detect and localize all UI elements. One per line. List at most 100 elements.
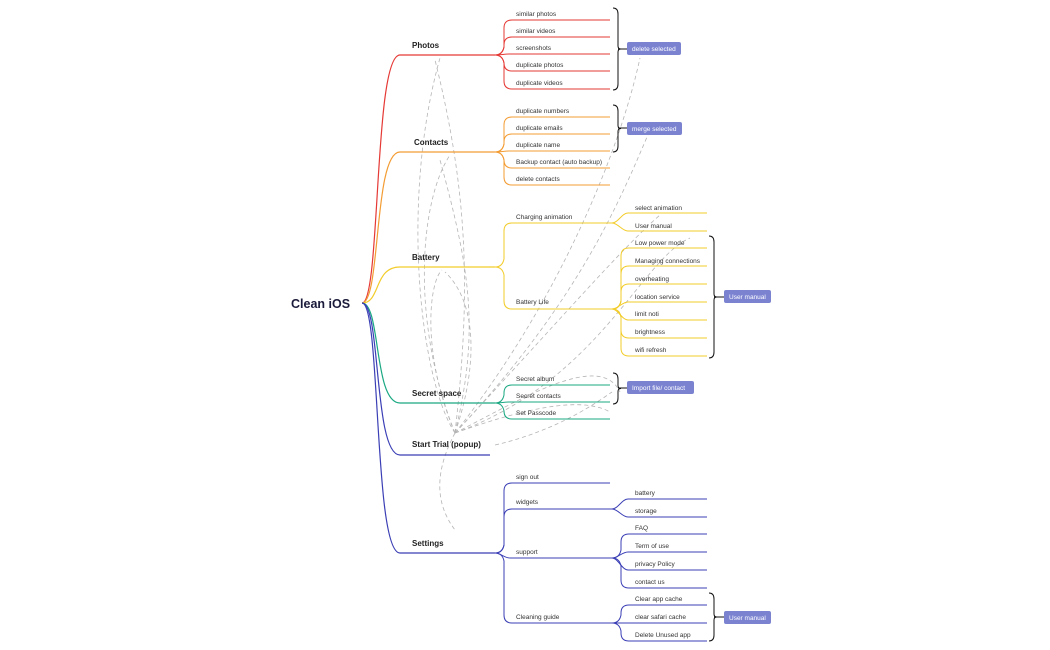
battery-life-item[interactable]: Low power mode bbox=[635, 240, 685, 247]
contacts-item[interactable]: delete contacts bbox=[516, 176, 560, 183]
topic-secret-space[interactable]: Secret space bbox=[412, 389, 462, 398]
support-item[interactable]: privacy Policy bbox=[635, 561, 675, 568]
settings-widgets[interactable]: widgets bbox=[515, 499, 539, 506]
badge-merge-selected[interactable]: merge selected bbox=[627, 122, 682, 135]
root-to-secret bbox=[361, 302, 401, 404]
badge-battery-user-manual[interactable]: User manual bbox=[724, 290, 771, 303]
settings-cleaning-guide[interactable]: Cleaning guide bbox=[516, 614, 560, 621]
battery-charging-animation[interactable]: Charging animation bbox=[516, 214, 573, 221]
contacts-item[interactable]: duplicate name bbox=[516, 142, 560, 149]
badge-cleaning-user-manual[interactable]: User manual bbox=[724, 611, 771, 624]
photos-connector bbox=[494, 36, 610, 56]
battery-life[interactable]: Battery Life bbox=[516, 299, 549, 306]
support-item[interactable]: contact us bbox=[635, 579, 665, 586]
dashed-link bbox=[439, 432, 456, 531]
badge-bg bbox=[724, 290, 771, 303]
badge-label: User manual bbox=[729, 615, 766, 622]
settings-sign-out[interactable]: sign out bbox=[516, 474, 539, 481]
badge-label: delete selected bbox=[632, 46, 676, 53]
widgets-item[interactable]: storage bbox=[635, 508, 657, 515]
root-to-photos bbox=[361, 54, 401, 304]
dashed-link bbox=[454, 57, 641, 434]
widgets-connector bbox=[611, 508, 707, 518]
support-item[interactable]: FAQ bbox=[635, 525, 648, 532]
dashed-link bbox=[454, 129, 651, 434]
battery-connector bbox=[494, 266, 612, 310]
contacts-item[interactable]: duplicate numbers bbox=[516, 108, 570, 115]
settings-connector bbox=[494, 508, 612, 554]
widgets-item[interactable]: battery bbox=[635, 490, 656, 497]
cleaning-item[interactable]: Clear app cache bbox=[635, 596, 683, 603]
photos-item[interactable]: similar photos bbox=[516, 11, 557, 18]
settings-support[interactable]: support bbox=[516, 549, 538, 556]
badge-bg bbox=[627, 122, 682, 135]
battery-life-item[interactable]: limit noti bbox=[635, 311, 659, 318]
root-to-contacts bbox=[361, 151, 401, 304]
secret-item[interactable]: Secret album bbox=[516, 376, 554, 383]
dashed-link bbox=[454, 404, 611, 434]
cleaning-item[interactable]: clear safari cache bbox=[635, 614, 686, 621]
dashed-link bbox=[439, 159, 470, 434]
dashed-link bbox=[454, 237, 691, 434]
badge-import-file-contact[interactable]: Import file/ contact bbox=[627, 381, 694, 394]
charging-connector bbox=[611, 212, 707, 224]
contacts-item[interactable]: duplicate emails bbox=[516, 125, 563, 132]
cross-links bbox=[417, 57, 691, 531]
contacts-item[interactable]: Backup contact (auto backup) bbox=[516, 159, 602, 166]
photos-item[interactable]: similar videos bbox=[516, 28, 556, 35]
cleaning-connector bbox=[611, 622, 707, 642]
topic-contacts[interactable]: Contacts bbox=[414, 138, 449, 147]
battery-life-connector bbox=[611, 308, 707, 321]
battery-life-connector bbox=[611, 301, 707, 310]
badge-bg bbox=[627, 381, 694, 394]
settings-connector bbox=[494, 552, 612, 624]
widgets-connector bbox=[611, 498, 707, 510]
secret-item[interactable]: Set Passcode bbox=[516, 410, 556, 417]
support-item[interactable]: Term of use bbox=[635, 543, 669, 550]
topic-settings[interactable]: Settings bbox=[412, 539, 444, 548]
settings-connector bbox=[494, 552, 612, 559]
dashed-link bbox=[417, 57, 456, 434]
battery-life-item[interactable]: wifi refresh bbox=[634, 347, 667, 354]
topic-photos[interactable]: Photos bbox=[412, 41, 440, 50]
photos-connector bbox=[494, 54, 610, 90]
battery-life-item[interactable]: location service bbox=[635, 294, 680, 301]
settings-connector bbox=[494, 482, 610, 554]
badge-label: User manual bbox=[729, 294, 766, 301]
cleaning-item[interactable]: Delete Unused app bbox=[635, 632, 691, 639]
contacts-connector bbox=[494, 151, 610, 186]
topic-battery[interactable]: Battery bbox=[412, 253, 440, 262]
charging-item[interactable]: select animation bbox=[635, 205, 682, 212]
root-topic[interactable]: Clean iOS bbox=[291, 297, 350, 311]
charging-item[interactable]: User manual bbox=[635, 223, 672, 230]
connector-lines bbox=[361, 7, 724, 642]
charging-connector bbox=[611, 222, 707, 232]
topic-start-trial[interactable]: Start Trial (popup) bbox=[412, 440, 481, 449]
root-to-trial bbox=[361, 302, 401, 456]
photos-item[interactable]: screenshots bbox=[516, 45, 552, 52]
secret-connector bbox=[494, 384, 610, 404]
photos-item[interactable]: duplicate videos bbox=[516, 80, 563, 87]
badge-bg bbox=[724, 611, 771, 624]
cleaning-connector bbox=[611, 604, 707, 624]
dashed-link bbox=[444, 271, 472, 434]
secret-item[interactable]: Secret contacts bbox=[516, 393, 562, 400]
dashed-link bbox=[454, 375, 621, 434]
dashed-link bbox=[434, 59, 465, 434]
battery-life-item[interactable]: Managing connections bbox=[635, 258, 701, 265]
secret-connector bbox=[494, 402, 610, 420]
support-connector bbox=[611, 551, 707, 559]
badge-label: merge selected bbox=[632, 126, 677, 133]
support-connector bbox=[611, 557, 707, 589]
badge-delete-selected[interactable]: delete selected bbox=[627, 42, 681, 55]
photos-connector bbox=[494, 53, 610, 56]
battery-life-item[interactable]: overheating bbox=[635, 276, 669, 283]
dashed-link bbox=[423, 154, 456, 434]
photos-item[interactable]: duplicate photos bbox=[516, 62, 564, 69]
dashed-link bbox=[430, 269, 456, 434]
badge-bg bbox=[627, 42, 681, 55]
battery-connector bbox=[494, 222, 612, 268]
battery-life-item[interactable]: brightness bbox=[635, 329, 666, 336]
dashed-link bbox=[494, 391, 613, 446]
